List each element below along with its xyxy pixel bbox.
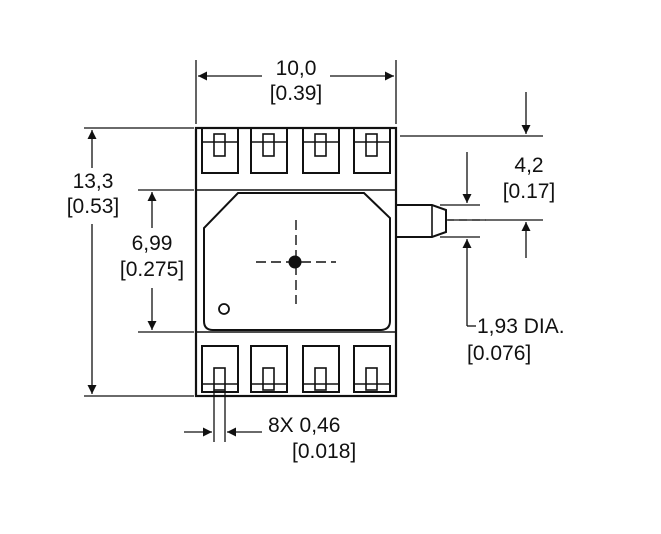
port-offset-dimension-value: 4,2: [514, 154, 543, 177]
pin1-marker: [218, 303, 230, 315]
port-diameter-dimension-value: 1,93 DIA.: [477, 315, 565, 338]
port-diameter-dimension-lines: [440, 152, 480, 327]
body-dimension-imperial: [0.275]: [120, 258, 184, 281]
port-diameter-dimension-imperial: [0.076]: [467, 342, 531, 365]
height-dimension-imperial: [0.53]: [67, 195, 120, 218]
bottom-lead-4: [353, 345, 391, 393]
bottom-lead-3: [302, 345, 340, 393]
top-lead-1: [201, 127, 239, 174]
bottom-lead-1: [201, 345, 239, 393]
width-dimension-value: 10,0: [276, 57, 317, 80]
package-body: [194, 126, 398, 398]
center-mark: [256, 220, 336, 304]
width-dimension-imperial: [0.39]: [270, 82, 323, 105]
inner-lid: [203, 192, 391, 331]
port-offset-dimension-lines: [400, 92, 543, 258]
port-offset-dimension-imperial: [0.17]: [503, 180, 556, 203]
top-lead-3: [302, 127, 340, 174]
top-leads: [201, 127, 391, 174]
width-dimension-lines: [195, 60, 397, 124]
lead-width-dimension-lines: [184, 390, 262, 442]
bottom-leads: [201, 345, 391, 393]
height-dimension-lines: [84, 127, 194, 397]
bottom-lead-2: [250, 345, 288, 393]
body-dimension-lines: [138, 189, 194, 333]
height-dimension-value: 13,3: [73, 170, 114, 193]
body-dimension-value: 6,99: [132, 232, 173, 255]
pressure-port: [395, 204, 486, 238]
top-lead-4: [353, 127, 391, 174]
top-lead-2: [250, 127, 288, 174]
lead-width-dimension-value: 8X 0,46: [268, 414, 340, 437]
lead-width-dimension-imperial: [0.018]: [292, 440, 356, 463]
